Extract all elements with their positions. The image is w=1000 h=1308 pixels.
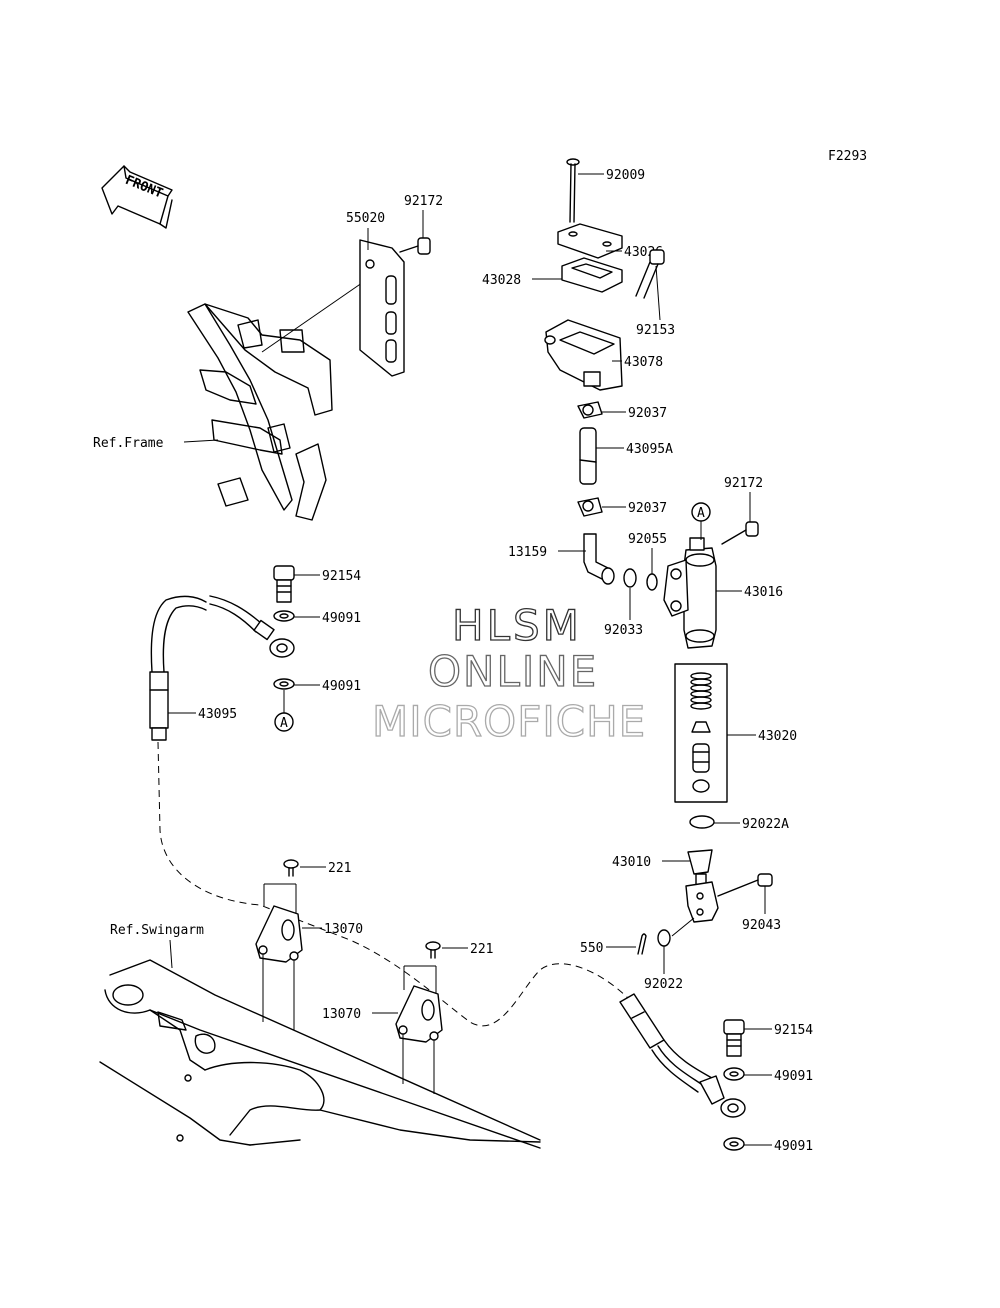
marker-a-left: A xyxy=(274,690,294,732)
part-label: 49091 xyxy=(322,679,361,694)
push-rod-43010 xyxy=(685,849,719,923)
brake-hose-43095 xyxy=(149,595,295,741)
spring xyxy=(690,672,712,710)
ref-swingarm-label: Ref.Swingarm xyxy=(110,923,204,938)
svg-text:A: A xyxy=(697,506,705,521)
part-label: 92154 xyxy=(774,1023,813,1038)
circlip-92033 xyxy=(623,568,637,588)
part-label: 92022A xyxy=(742,817,789,832)
part-label: 92154 xyxy=(322,569,361,584)
part-label: 221 xyxy=(470,942,493,957)
watermark-line-3: MICROFICHE xyxy=(372,697,646,746)
swingarm-drawing xyxy=(99,959,541,1149)
piston-kit-43020 xyxy=(674,663,728,803)
part-label: 49091 xyxy=(774,1069,813,1084)
bracket-55020 xyxy=(359,239,405,377)
part-label: 13070 xyxy=(324,922,363,937)
part-label: 13159 xyxy=(508,545,547,560)
clamp-13070-right xyxy=(395,965,443,1043)
part-label: 92033 xyxy=(604,623,643,638)
part-label: 13070 xyxy=(322,1007,361,1022)
part-label: 92022 xyxy=(644,977,683,992)
bolt-92153 xyxy=(635,249,665,299)
washer-49091-2 xyxy=(273,678,295,690)
part-label: 43016 xyxy=(744,585,783,600)
bolt-92172-right xyxy=(721,521,759,545)
ref-frame-label: Ref.Frame xyxy=(93,436,164,451)
elbow-13159 xyxy=(583,533,615,585)
part-label: 43095A xyxy=(626,442,673,457)
watermark-line-1: HLSM xyxy=(452,601,582,650)
watermark: HLSM ONLINE MICROFICHE xyxy=(371,600,646,746)
part-label: 92172 xyxy=(724,476,763,491)
screw-221-right xyxy=(425,941,441,959)
part-label: 92009 xyxy=(606,168,645,183)
part-label: 43028 xyxy=(482,273,521,288)
cotter-pin-550 xyxy=(637,933,647,955)
bolt-92172-left xyxy=(399,237,431,255)
master-cylinder-43016 xyxy=(663,537,717,649)
part-label: 221 xyxy=(328,861,351,876)
screw-221-left xyxy=(283,859,299,877)
part-label: 49091 xyxy=(774,1139,813,1154)
circlip-92022a xyxy=(689,815,715,829)
clamp-13070-left xyxy=(255,883,303,963)
figure-code: F2293 xyxy=(828,149,867,164)
part-label: 43095 xyxy=(198,707,237,722)
washer-49091-4 xyxy=(723,1137,745,1151)
washer-49091-1 xyxy=(273,610,295,622)
reservoir-43078 xyxy=(544,319,623,391)
part-label: 43020 xyxy=(758,729,797,744)
screw-92009 xyxy=(566,158,580,223)
part-label: 550 xyxy=(580,941,603,956)
part-label: 49091 xyxy=(322,611,361,626)
part-label: 43010 xyxy=(612,855,651,870)
svg-text:A: A xyxy=(280,716,288,731)
marker-a-right: A xyxy=(691,502,711,540)
part-label: 55020 xyxy=(346,211,385,226)
part-label: 92172 xyxy=(404,194,443,209)
part-label: 92055 xyxy=(628,532,667,547)
part-label: 92037 xyxy=(628,406,667,421)
clamp-92037-top xyxy=(577,401,603,419)
part-label: 43078 xyxy=(624,355,663,370)
part-label: 92037 xyxy=(628,501,667,516)
part-label: 92153 xyxy=(636,323,675,338)
hose-43095a xyxy=(579,427,597,485)
cap-43026 xyxy=(557,223,623,259)
hose-routing-line xyxy=(157,741,631,1027)
brake-hose-lower-end xyxy=(619,993,746,1118)
clamp-92037-bottom xyxy=(577,497,603,517)
banjo-bolt-92154-bottom xyxy=(723,1019,745,1057)
front-arrow-icon: FRONT xyxy=(101,165,173,229)
frame-drawing xyxy=(187,275,373,521)
o-ring-92055 xyxy=(646,573,658,591)
watermark-line-2: ONLINE xyxy=(428,647,598,696)
washer-92022 xyxy=(657,929,671,947)
pin-92043 xyxy=(717,873,773,897)
banjo-bolt-92154-top xyxy=(273,565,295,603)
part-label: 92043 xyxy=(742,918,781,933)
diaphragm-43028 xyxy=(561,257,623,293)
washer-49091-3 xyxy=(723,1067,745,1081)
